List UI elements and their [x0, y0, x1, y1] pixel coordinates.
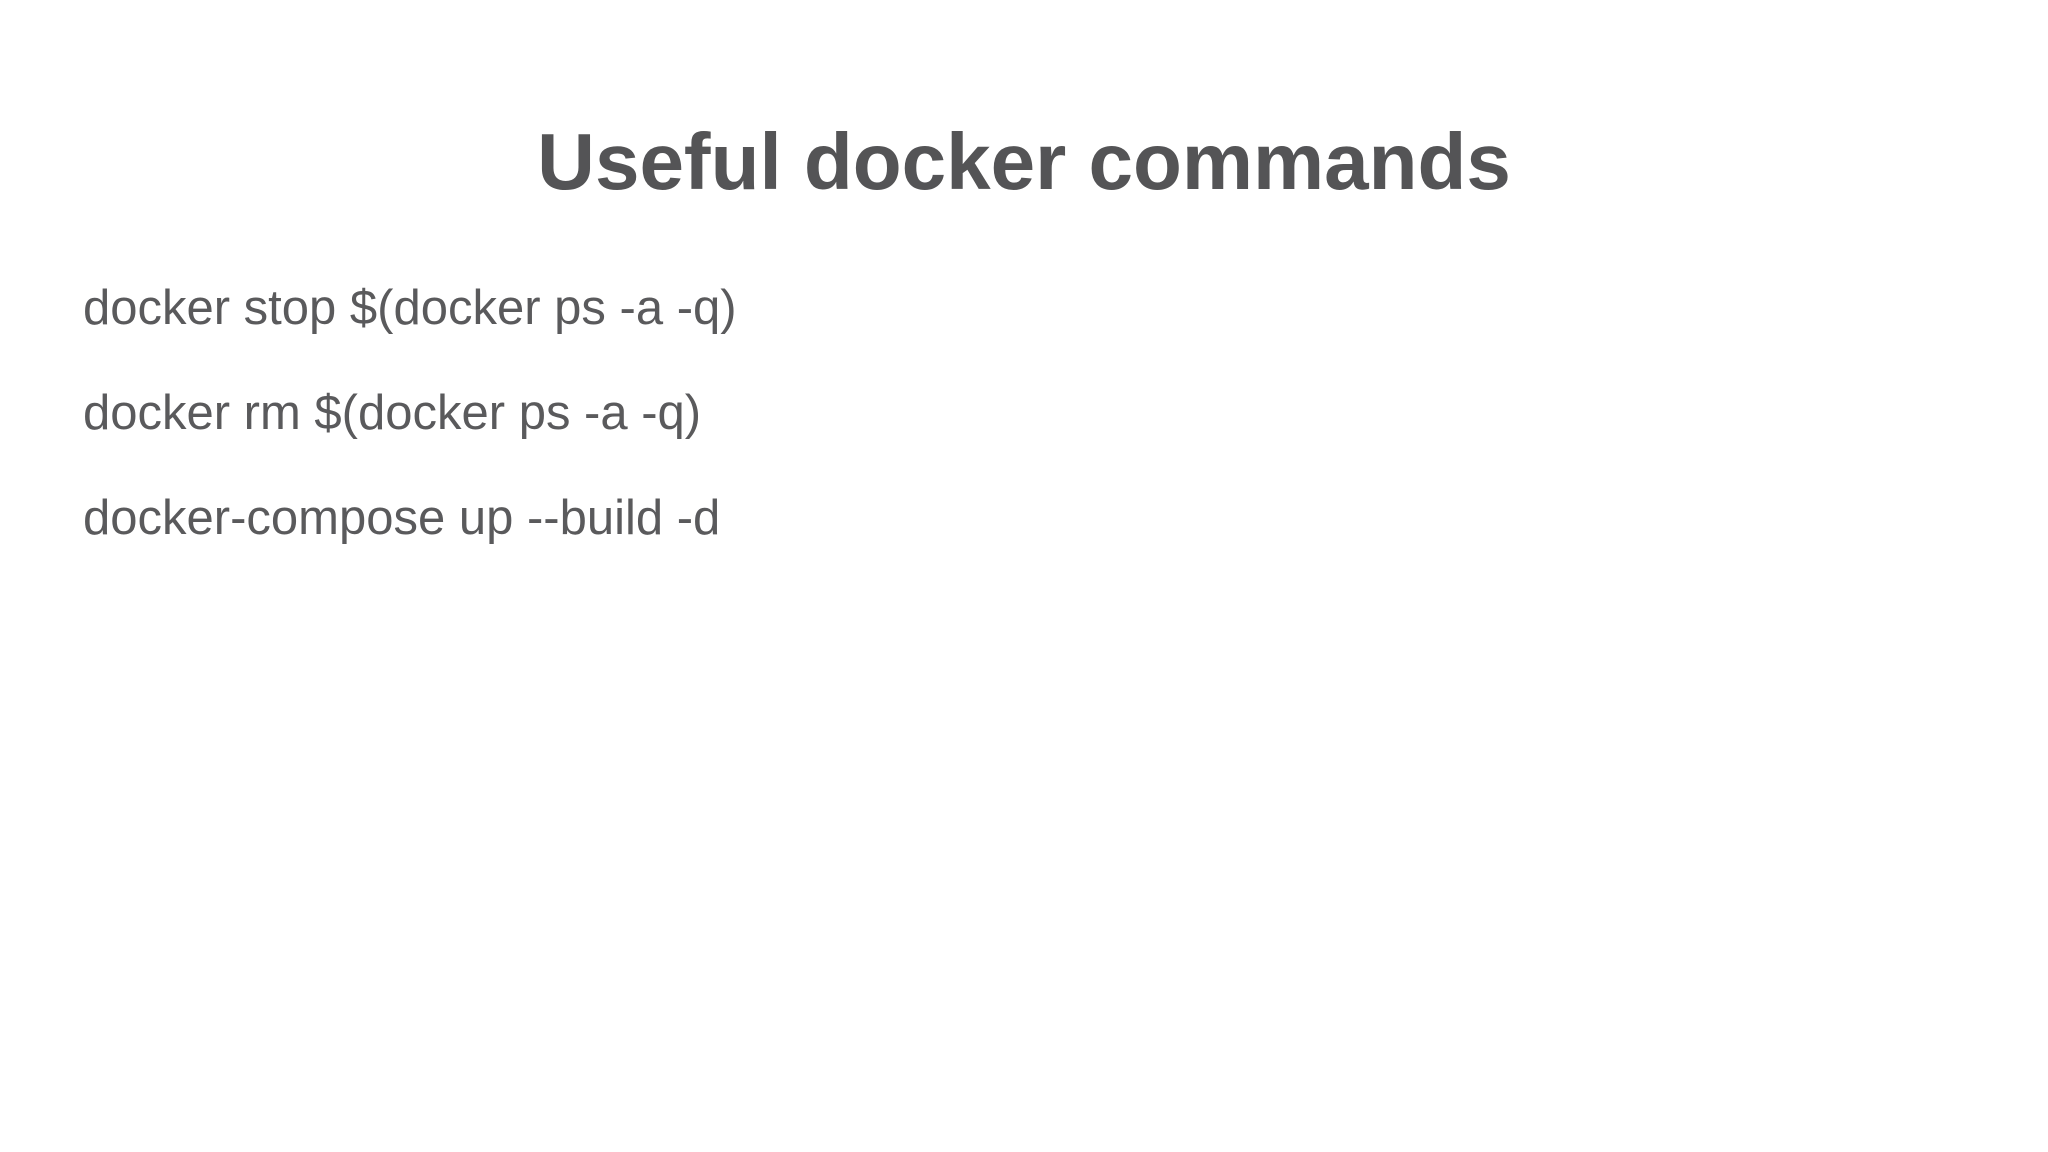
command-list: docker stop $(docker ps -a -q) docker rm…: [83, 284, 1965, 599]
command-line: docker-compose up --build -d: [83, 491, 721, 545]
command-line: docker stop $(docker ps -a -q): [83, 281, 737, 335]
command-line: docker rm $(docker ps -a -q): [83, 386, 702, 440]
slide-title: Useful docker commands: [537, 117, 1511, 206]
